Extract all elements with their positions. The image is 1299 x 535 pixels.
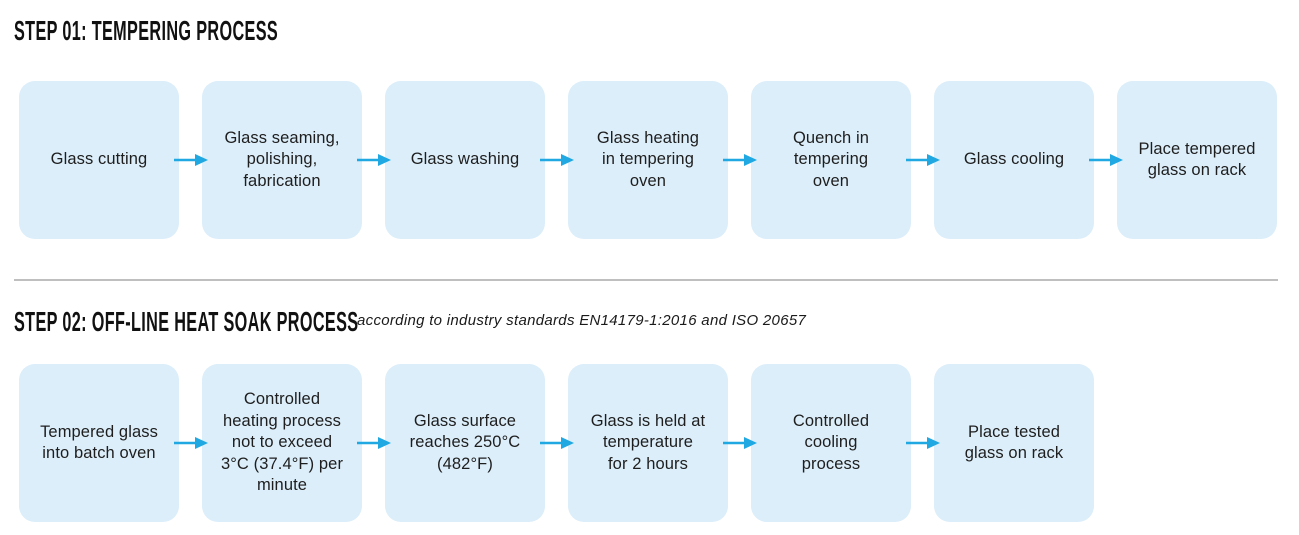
step1-flow-row: Glass cutting Glass seaming, polishing, … [19, 81, 1277, 239]
arrow-right-icon [356, 364, 391, 522]
flow-box-glass-cooling: Glass cooling [934, 81, 1094, 239]
arrow-right-icon [539, 364, 574, 522]
flow-box-label: Glass cooling [963, 150, 1065, 169]
flow-box-label: Place tempered glass on rack [1138, 139, 1256, 179]
flow-box-label: Glass is held at temperature for 2 hours [590, 411, 706, 473]
step2-flow-row: Tempered glass into batch oven Controlle… [19, 364, 1094, 522]
step2-title-text: STEP 02: OFF-LINE HEAT SOAK PROCESS [14, 306, 359, 337]
flow-box-controlled-heating: Controlled heating process not to exceed… [202, 364, 362, 522]
arrow-right-icon [722, 364, 757, 522]
step2-title: STEP 02: OFF-LINE HEAT SOAK PROCESS [14, 306, 598, 338]
flow-box-glass-surface-temp: Glass surface reaches 250°C (482°F) [385, 364, 545, 522]
flow-box-glass-heating: Glass heating in tempering oven [568, 81, 728, 239]
flow-box-glass-seaming: Glass seaming, polishing, fabrication [202, 81, 362, 239]
flow-box-label: Quench in tempering oven [792, 128, 870, 190]
flow-box-controlled-cooling: Controlled cooling process [751, 364, 911, 522]
step1-title-text: STEP 01: TEMPERING PROCESS [14, 15, 279, 46]
flow-box-label: Glass heating in tempering oven [596, 128, 700, 190]
industry-standards-note: according to industry standards EN14179-… [357, 312, 807, 329]
flow-box-glass-cutting: Glass cutting [19, 81, 179, 239]
flow-box-label: Glass cutting [50, 150, 148, 169]
step1-title: STEP 01: TEMPERING PROCESS [14, 15, 462, 47]
flow-box-label: Controlled cooling process [792, 411, 870, 473]
flow-box-quench: Quench in tempering oven [751, 81, 911, 239]
arrow-right-icon [356, 81, 391, 239]
arrow-right-icon [173, 364, 208, 522]
flow-box-label: Tempered glass into batch oven [40, 422, 158, 462]
flow-box-label: Glass surface reaches 250°C (482°F) [409, 411, 521, 473]
flow-box-label: Place tested glass on rack [964, 422, 1064, 462]
flow-box-label: Glass washing [410, 150, 520, 169]
arrow-right-icon [905, 364, 940, 522]
flow-box-held-at-temperature: Glass is held at temperature for 2 hours [568, 364, 728, 522]
arrow-right-icon [539, 81, 574, 239]
flow-box-label: Glass seaming, polishing, fabrication [224, 128, 340, 190]
arrow-right-icon [905, 81, 940, 239]
section-divider [14, 279, 1278, 281]
flow-box-glass-washing: Glass washing [385, 81, 545, 239]
arrow-right-icon [1088, 81, 1123, 239]
arrow-right-icon [722, 81, 757, 239]
arrow-right-icon [173, 81, 208, 239]
flow-box-place-tested-glass: Place tested glass on rack [934, 364, 1094, 522]
flow-box-place-tempered-glass: Place tempered glass on rack [1117, 81, 1277, 239]
flow-box-label: Controlled heating process not to exceed… [220, 390, 344, 495]
flow-box-tempered-glass-batch-oven: Tempered glass into batch oven [19, 364, 179, 522]
